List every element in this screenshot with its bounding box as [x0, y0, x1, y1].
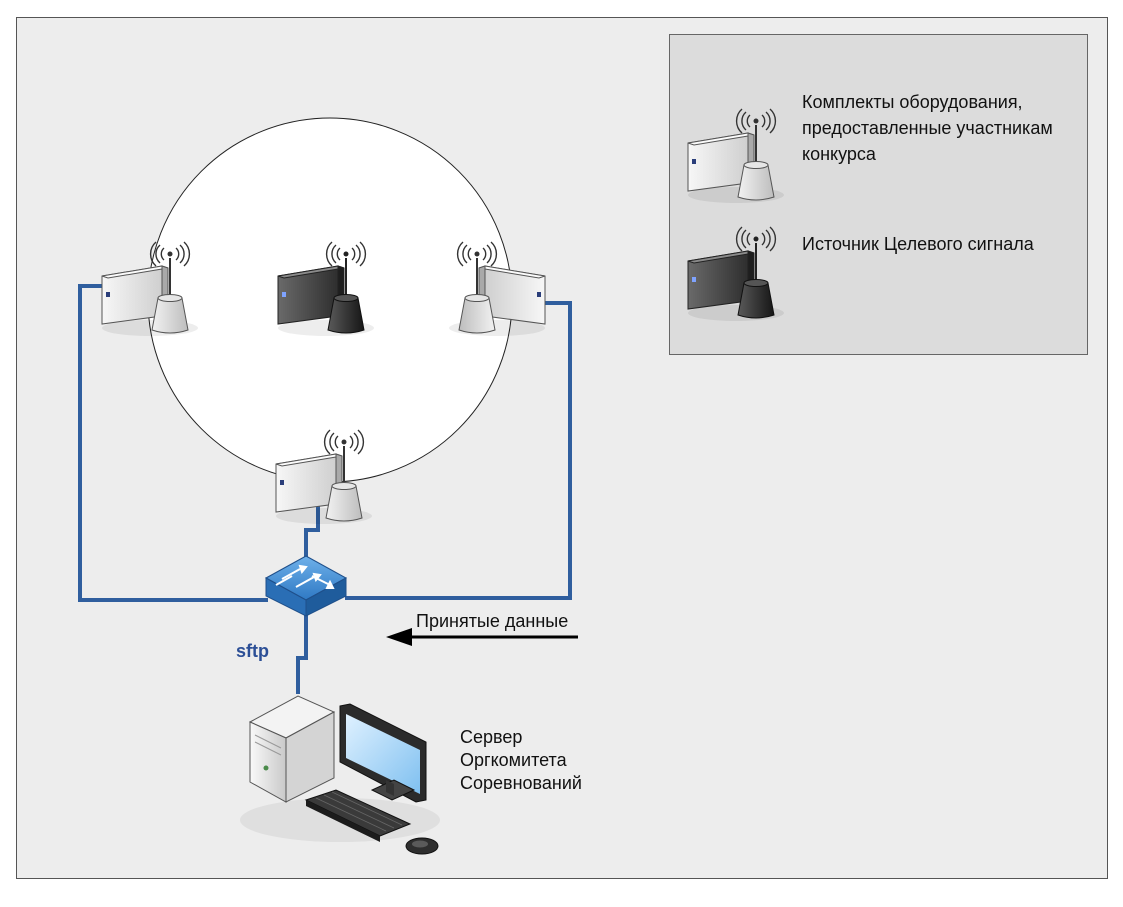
cable-server: [296, 614, 308, 694]
legend-panel: Комплекты оборудования, предоставленные …: [669, 34, 1088, 355]
received-data-arrow: [386, 628, 578, 646]
server-label-line: Сервер: [460, 727, 523, 747]
sftp-label: sftp: [236, 641, 269, 661]
server-workstation: [240, 695, 440, 855]
legend-participant-kit-label: Комплекты оборудования, предоставленные …: [802, 89, 1053, 167]
received-data-label: Принятые данные: [416, 611, 569, 631]
legend-participant-kit-line: конкурса: [802, 144, 876, 164]
server-label-line: Оргкомитета: [460, 750, 567, 770]
server-label: Сервер Оргкомитета Соревнований: [460, 726, 582, 795]
cable-left-kit: [78, 284, 268, 602]
legend-participant-kit-line: Комплекты оборудования,: [802, 92, 1023, 112]
cable-right-kit: [345, 301, 572, 600]
network-cables: [78, 284, 572, 694]
legend-participant-kit-icon: [687, 108, 785, 204]
server-label-line: Соревнований: [460, 773, 582, 793]
legend-target-source-label: Источник Целевого сигнала: [802, 234, 1034, 254]
network-switch: [264, 555, 348, 617]
legend-target-source-icon: [687, 226, 785, 322]
legend-participant-kit-line: предоставленные участникам: [802, 118, 1053, 138]
